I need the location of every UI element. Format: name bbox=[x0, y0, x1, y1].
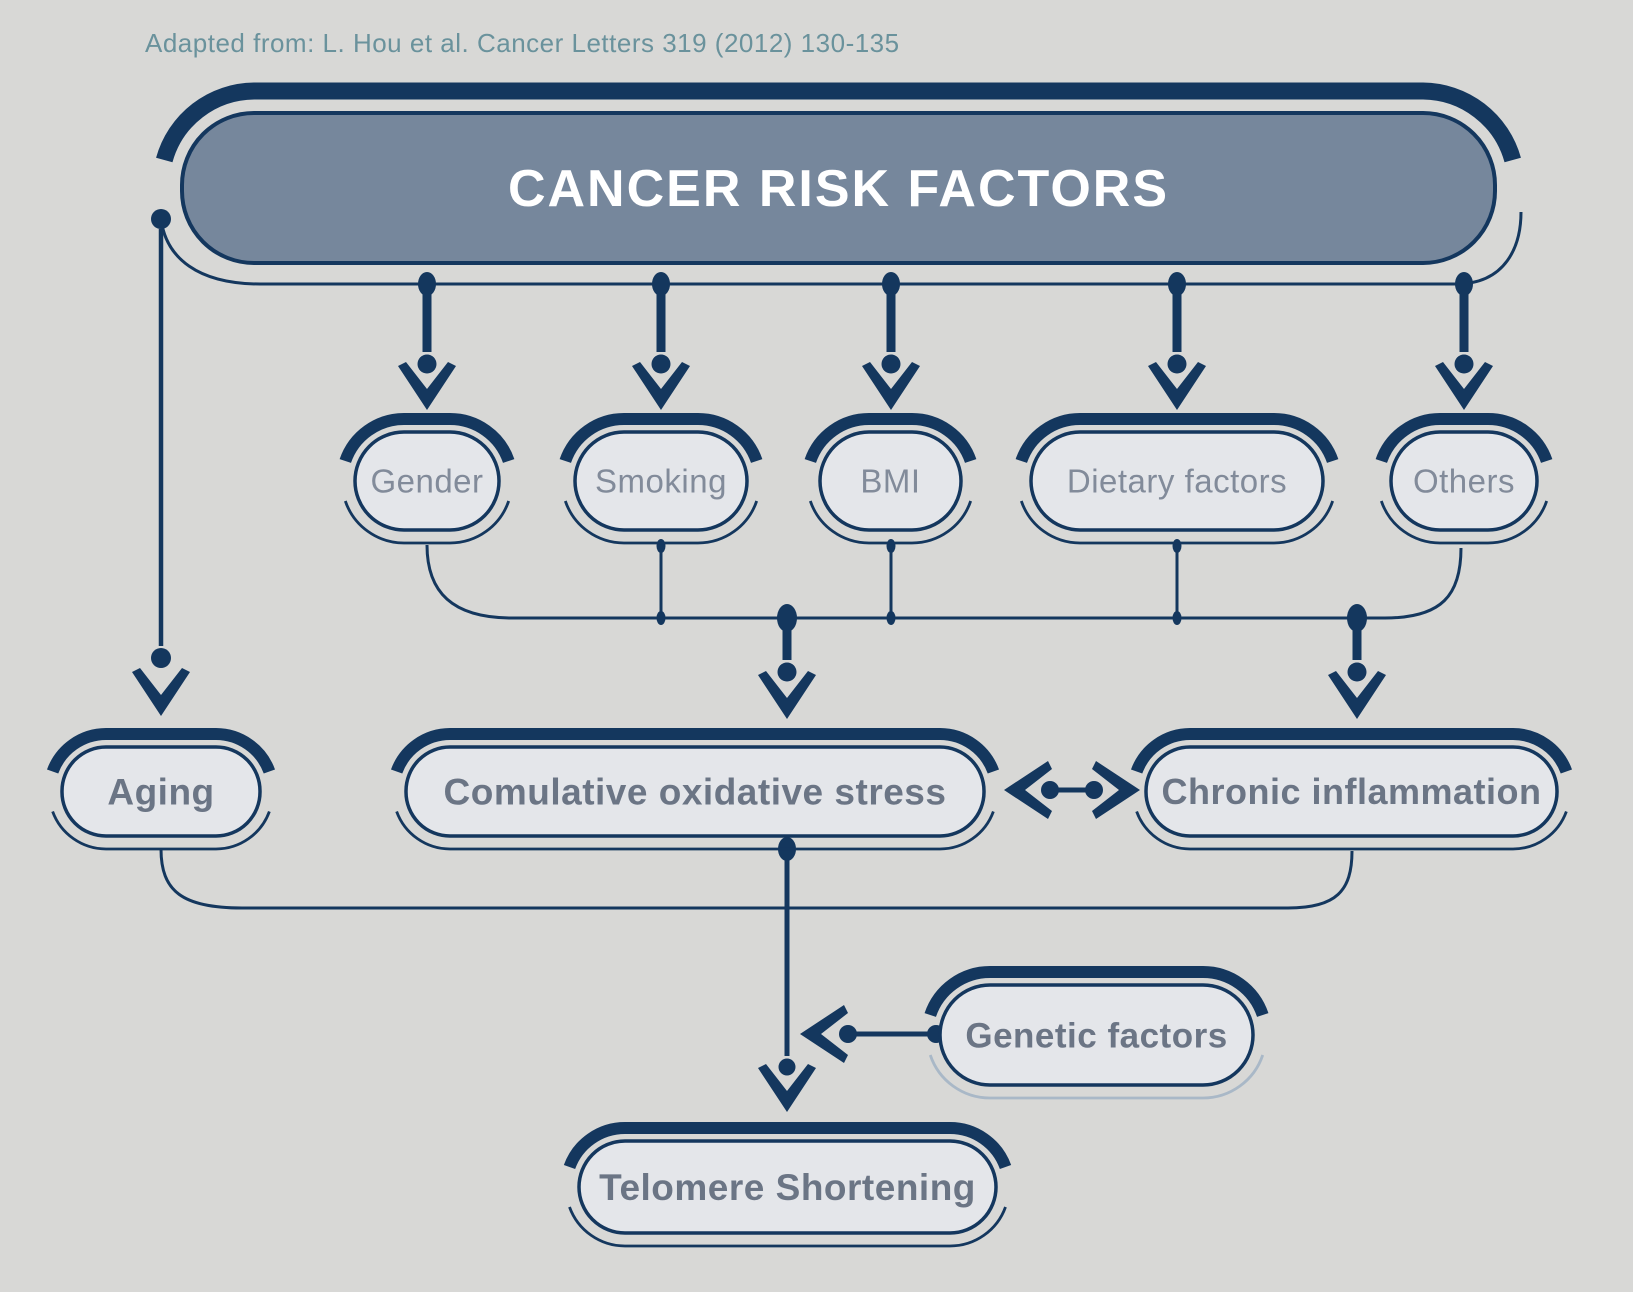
arrowhead-dot-genetic bbox=[839, 1025, 857, 1043]
node-label-dietary: Dietary factors bbox=[1067, 463, 1287, 500]
ring-bottom-arc-oxidative bbox=[395, 811, 995, 851]
node-label-title: CANCER RISK FACTORS bbox=[508, 160, 1169, 218]
factor-bus-line bbox=[425, 544, 1463, 620]
node-label-others: Others bbox=[1413, 463, 1515, 500]
ring-bottom-arc-inflammation bbox=[1135, 811, 1568, 851]
node-smoking: Smoking bbox=[573, 430, 749, 532]
arrowhead-dot-others bbox=[1454, 354, 1474, 374]
node-box-inflammation bbox=[1144, 745, 1559, 838]
node-box-dietary bbox=[1029, 430, 1325, 532]
ring-top-arc-telomere bbox=[563, 1122, 1012, 1170]
arrowhead-oxidative bbox=[758, 671, 816, 719]
arrowhead-dot-aging bbox=[151, 648, 171, 668]
node-others: Others bbox=[1389, 430, 1539, 532]
ring-bottom-arc-telomere bbox=[568, 1206, 1007, 1248]
ring-bottom-arc-aging bbox=[51, 811, 271, 851]
node-genetic: Genetic factors bbox=[938, 983, 1255, 1087]
node-box-gender bbox=[353, 430, 501, 532]
node-gender: Gender bbox=[353, 430, 501, 532]
arrowhead-gender bbox=[398, 362, 456, 410]
arrowhead-others bbox=[1435, 362, 1493, 410]
arrowhead-dot-smoking bbox=[651, 354, 671, 374]
node-dietary: Dietary factors bbox=[1029, 430, 1325, 532]
attribution-text: Adapted from: L. Hou et al. Cancer Lette… bbox=[145, 28, 900, 58]
node-label-oxidative: Comulative oxidative stress bbox=[444, 771, 947, 812]
node-box-bmi bbox=[818, 430, 963, 532]
node-label-bmi: BMI bbox=[860, 463, 920, 500]
node-box-genetic bbox=[938, 983, 1255, 1087]
node-bmi: BMI bbox=[818, 430, 963, 532]
node-box-title bbox=[180, 111, 1497, 265]
node-box-others bbox=[1389, 430, 1539, 532]
ring-bottom-arc-others bbox=[1379, 500, 1549, 545]
ring-bottom-arc-smoking bbox=[563, 500, 759, 545]
arrowhead-dot-inflammation bbox=[1347, 662, 1367, 682]
node-label-smoking: Smoking bbox=[595, 463, 727, 500]
arrowhead-aging bbox=[132, 668, 190, 716]
ring-top-arc-bmi bbox=[804, 413, 977, 464]
ring-bottom-arc-gender bbox=[343, 500, 511, 545]
ring-top-arc-gender bbox=[339, 413, 515, 464]
double-arrow-right-dot bbox=[1085, 781, 1103, 799]
ring-bottom-arc-genetic bbox=[928, 1054, 1265, 1100]
bus-junction-dot-inflammation bbox=[1347, 604, 1367, 632]
arrowhead-genetic bbox=[800, 1005, 848, 1063]
node-box-smoking bbox=[573, 430, 749, 532]
node-label-inflammation: Chronic inflammation bbox=[1161, 771, 1541, 812]
node-label-telomere: Telomere Shortening bbox=[599, 1167, 976, 1208]
arrowhead-dot-gender bbox=[417, 354, 437, 374]
ring-bottom-arc-dietary bbox=[1019, 500, 1335, 545]
node-label-gender: Gender bbox=[370, 463, 483, 500]
ring-top-arc-aging bbox=[46, 728, 276, 774]
aging-inflammation-collector bbox=[159, 848, 1354, 910]
node-box-aging bbox=[60, 745, 262, 838]
ring-top-arc-smoking bbox=[559, 413, 763, 464]
node-box-oxidative bbox=[404, 745, 986, 838]
double-arrow-left-head bbox=[1004, 761, 1052, 819]
arrowhead-dot-dietary bbox=[1167, 354, 1187, 374]
node-oxidative: Comulative oxidative stress bbox=[404, 745, 986, 838]
arrowhead-smoking bbox=[632, 362, 690, 410]
double-arrow-right-head bbox=[1092, 761, 1140, 819]
node-box-telomere bbox=[577, 1139, 998, 1235]
ring-top-arc-inflammation bbox=[1130, 728, 1573, 774]
node-aging: Aging bbox=[60, 745, 262, 838]
arrowhead-dietary bbox=[1148, 362, 1206, 410]
ring-top-arc-oxidative bbox=[390, 728, 1000, 774]
node-inflammation: Chronic inflammation bbox=[1144, 745, 1559, 838]
node-title: CANCER RISK FACTORS bbox=[180, 111, 1497, 265]
arrowhead-bmi bbox=[862, 362, 920, 410]
ring-top-arc-genetic bbox=[924, 966, 1269, 1018]
ring-bottom-arc-bmi bbox=[808, 500, 973, 545]
ring-top-arc-others bbox=[1375, 413, 1553, 464]
arrowhead-dot-oxidative bbox=[777, 662, 797, 682]
title-ring-bottom-sweep bbox=[159, 211, 1523, 286]
node-label-genetic: Genetic factors bbox=[965, 1016, 1227, 1055]
node-telomere: Telomere Shortening bbox=[577, 1139, 998, 1235]
title-left-junction-dot bbox=[151, 209, 171, 229]
arrowhead-telomere bbox=[758, 1064, 816, 1112]
arrowhead-dot-telomere bbox=[778, 1058, 796, 1076]
arrowhead-dot-bmi bbox=[881, 354, 901, 374]
node-label-aging: Aging bbox=[107, 771, 214, 812]
arrowhead-inflammation bbox=[1328, 671, 1386, 719]
ring-top-arc-title bbox=[156, 82, 1521, 163]
ring-top-arc-dietary bbox=[1015, 413, 1339, 464]
bus-junction-dot-oxidative bbox=[777, 604, 797, 632]
